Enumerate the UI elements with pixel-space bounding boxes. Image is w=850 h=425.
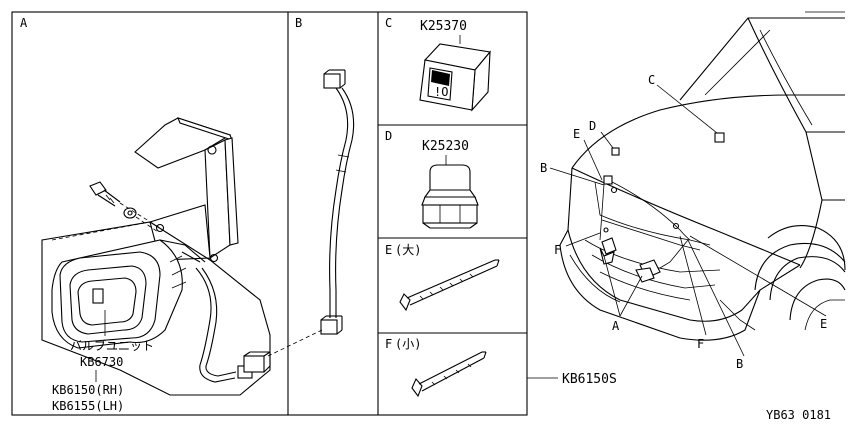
vehicle-callout-b-left: B <box>540 161 547 175</box>
panel-e-size: (大) <box>395 243 421 257</box>
vehicle-callout-c: C <box>648 73 655 87</box>
wiring-harness-drawing <box>267 69 355 357</box>
cable-tie-small-drawing <box>411 351 487 398</box>
vehicle-callout-f-bottom: F <box>697 337 704 351</box>
vehicle-callout-e-right: E <box>820 317 827 331</box>
vehicle-callout-a: A <box>612 319 620 333</box>
panel-b-letter: B <box>295 16 302 30</box>
vehicle-callout-b-bottom: B <box>736 357 743 371</box>
vehicle-callout-leaders <box>549 84 827 357</box>
vehicle-callout-d: D <box>589 119 596 133</box>
set-part-number: KB6150S <box>562 372 617 387</box>
bulb-unit-label: バルブユニット <box>70 338 154 353</box>
panel-d-letter: D <box>385 129 392 143</box>
vehicle-callout-e-top: E <box>573 127 580 141</box>
fog-switch-drawing: !O <box>419 35 492 112</box>
panel-e-letter: E <box>385 243 392 257</box>
bulb-unit-part-number: KB6730 <box>80 355 123 369</box>
relay-drawing <box>421 155 479 229</box>
diagram-code: YB63 0181 <box>766 408 831 422</box>
svg-text:!O: !O <box>434 85 448 99</box>
panel-a-letter: A <box>20 16 28 30</box>
relay-part-number: K25230 <box>422 139 469 154</box>
panel-c-letter: C <box>385 16 392 30</box>
parts-box <box>11 11 528 416</box>
vehicle-callout-f-left: F <box>554 243 561 257</box>
lamp-rh-part-number: KB6150(RH) <box>52 383 124 397</box>
panel-f-letter: F <box>385 337 392 351</box>
fog-lamp-assembly-drawing <box>41 117 271 396</box>
panel-f-size: (小) <box>395 337 421 351</box>
lamp-lh-part-number: KB6155(LH) <box>52 399 124 413</box>
cable-tie-large-drawing <box>399 259 500 312</box>
switch-part-number: K25370 <box>420 19 467 34</box>
vehicle-front-view-drawing <box>559 11 846 341</box>
